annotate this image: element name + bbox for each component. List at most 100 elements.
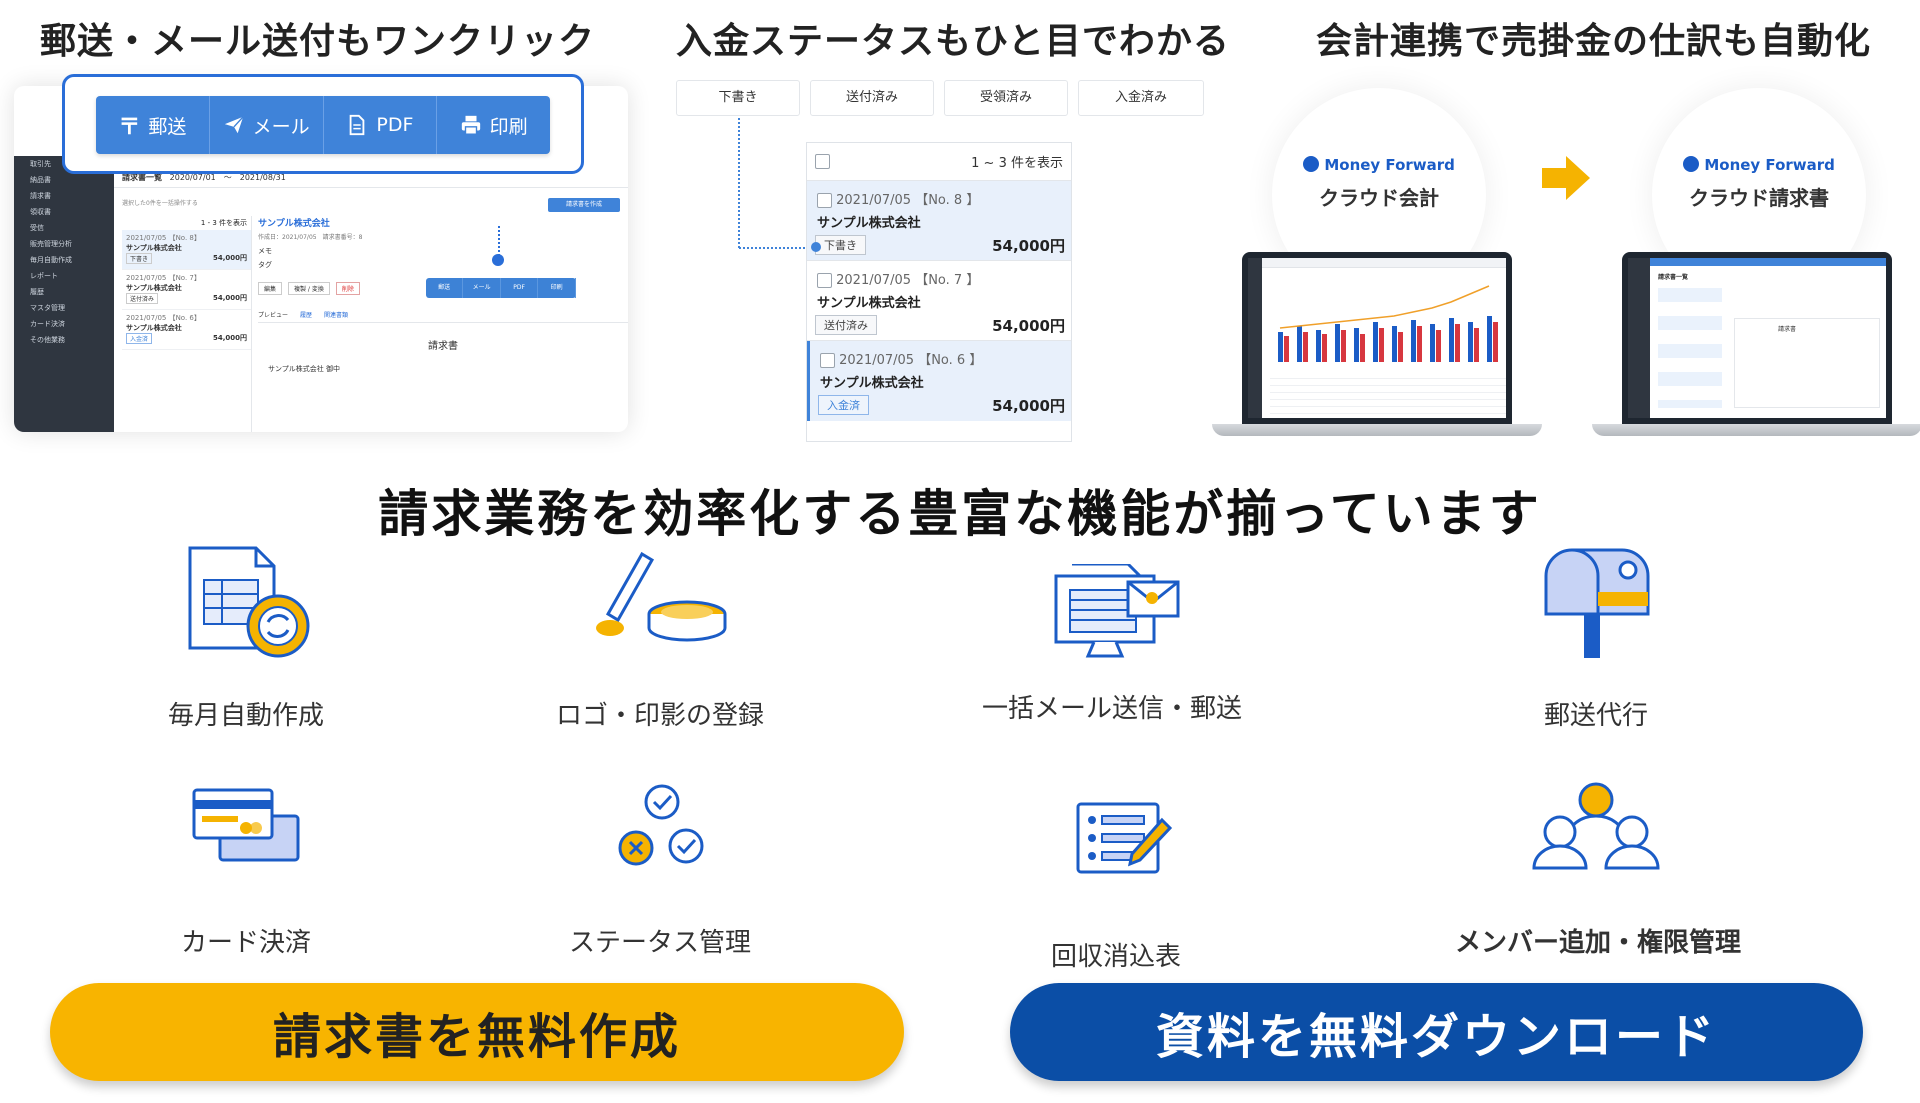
heading-status: 入金ステータスもひと目でわかる: [676, 21, 1230, 62]
date-range-filter[interactable]: 2020/07/01 〜 2021/08/31: [169, 173, 286, 182]
sidebar-item[interactable]: 取引先: [30, 160, 51, 168]
feature-reconciliation: [1074, 800, 1174, 876]
sidebar-item[interactable]: レポート: [30, 272, 58, 280]
sidebar-item[interactable]: その他業務: [30, 336, 65, 344]
detail-memo: メモ: [258, 247, 272, 255]
delete-button[interactable]: 削除: [335, 281, 360, 295]
mail-post-label: 郵送: [148, 115, 187, 138]
sidebar-item[interactable]: 販売管理分析: [30, 240, 72, 248]
feature-status: [616, 782, 708, 872]
list-count: 1 ~ 3 件を表示: [971, 156, 1063, 171]
bar-line-chart-thumbnail: [1278, 285, 1498, 362]
features-title: 請求業務を効率化する豊富な機能が揃っています: [378, 485, 1542, 543]
heading-integration: 会計連携で売掛金の仕訳も自動化: [1316, 21, 1872, 62]
detail-company[interactable]: サンプル株式会社: [258, 219, 330, 229]
item-date: 2021/07/05 【No. 6 】: [839, 353, 983, 368]
status-tab-sent[interactable]: 送付済み: [810, 80, 934, 116]
arrow-right-icon: [1542, 156, 1590, 200]
print-button[interactable]: 印刷: [437, 96, 550, 154]
mini-mail-post-button[interactable]: 郵送: [426, 278, 464, 298]
bulk-select[interactable]: 選択した0件を一括操作する: [122, 200, 198, 207]
tab-related[interactable]: 関連書類: [324, 312, 349, 319]
item-date: 2021/07/05 【No. 8】: [126, 234, 201, 242]
mail-post-button[interactable]: 〒 郵送: [96, 96, 210, 154]
sidebar-item[interactable]: 領収書: [30, 208, 51, 216]
copy-convert-button[interactable]: 複製 / 変換: [288, 281, 330, 295]
item-company: サンプル株式会社: [126, 324, 182, 332]
feature-card: [190, 786, 302, 862]
item-company: サンプル株式会社: [820, 376, 924, 391]
brand-logo: Money Forward: [1284, 156, 1474, 174]
feature-label: メンバー追加・権限管理: [1454, 928, 1741, 958]
sidebar-item[interactable]: 納品書: [30, 176, 51, 184]
status-tab-paid[interactable]: 入金済み: [1078, 80, 1204, 116]
sidebar-item[interactable]: 履歴: [30, 288, 44, 296]
detail-tabs: プレビュー 履歴 関連書類: [258, 310, 628, 323]
status-tab-received[interactable]: 受領済み: [944, 80, 1068, 116]
feature-label: 一括メール送信・郵送: [981, 694, 1242, 724]
list-count: 1 - 3 件を表示: [200, 219, 247, 227]
mailbox-icon: [1544, 548, 1650, 658]
send-toolbar: 〒 郵送 メール PDF 印刷: [96, 96, 550, 154]
laptop-accounting: [1212, 252, 1542, 436]
item-amount: 54,000円: [212, 334, 247, 342]
item-amount: 54,000円: [212, 294, 247, 302]
pdf-button[interactable]: PDF: [324, 96, 438, 154]
email-button[interactable]: メール: [210, 96, 324, 154]
item-date: 2021/07/05 【No. 7】: [126, 274, 201, 282]
list-item[interactable]: 2021/07/05 【No. 7 】 サンプル株式会社 送付済み 54,000…: [807, 261, 1071, 341]
item-company: サンプル株式会社: [126, 244, 182, 252]
item-company: サンプル株式会社: [817, 216, 921, 231]
row-checkbox[interactable]: [820, 353, 835, 368]
brand-name: Money Forward: [1324, 156, 1455, 174]
invoice-app-thumbnail: 請求書一覧 請求書: [1628, 258, 1886, 418]
sidebar-item[interactable]: カード決済: [30, 320, 65, 328]
mini-print-button[interactable]: 印刷: [538, 278, 576, 298]
tab-preview[interactable]: プレビュー: [258, 312, 289, 319]
feature-auto-invoice: [184, 544, 312, 662]
sidebar-item[interactable]: マスタ管理: [30, 304, 65, 312]
status-connector-vertical: [738, 118, 740, 248]
tab-history[interactable]: 履歴: [300, 312, 313, 319]
create-invoice-free-button[interactable]: 請求書を無料作成: [50, 983, 904, 1081]
members-icon: [1532, 782, 1660, 870]
item-amount: 54,000円: [212, 254, 247, 262]
status-invoice-list: 1 ~ 3 件を表示 2021/07/05 【No. 8 】 サンプル株式会社 …: [806, 142, 1072, 442]
mini-pdf-button[interactable]: PDF: [501, 278, 539, 298]
list-item[interactable]: 2021/07/05 【No. 8 】 サンプル株式会社 下書き 54,000円: [807, 181, 1071, 261]
pdf-label: PDF: [376, 114, 414, 136]
invoice-list: 1 - 3 件を表示 2021/07/05 【No. 8】 サンプル株式会社 下…: [122, 216, 252, 432]
edit-button[interactable]: 編集: [258, 281, 283, 295]
sidebar-item[interactable]: 毎月自動作成: [30, 256, 72, 264]
paper-plane-icon: [224, 116, 244, 134]
postal-mark-icon: 〒: [118, 115, 141, 140]
download-materials-button[interactable]: 資料を無料ダウンロード: [1010, 983, 1863, 1081]
row-checkbox[interactable]: [817, 193, 832, 208]
sidebar-item[interactable]: 請求書: [30, 192, 51, 200]
row-checkbox[interactable]: [817, 273, 832, 288]
item-amount: 54,000円: [992, 237, 1065, 255]
brand-logo-icon: [1683, 156, 1700, 172]
select-all-checkbox[interactable]: [815, 154, 830, 169]
thumb-doc-title: 請求書: [1778, 326, 1797, 333]
callout-dot: [492, 254, 504, 266]
item-company: サンプル株式会社: [817, 296, 921, 311]
email-label: メール: [252, 115, 310, 138]
thumb-title: 請求書一覧: [1658, 274, 1689, 281]
create-invoice-button[interactable]: 請求書を作成: [548, 198, 620, 212]
item-status: 送付済み: [126, 293, 159, 304]
mini-email-button[interactable]: メール: [463, 278, 501, 298]
status-tab-draft[interactable]: 下書き: [676, 80, 800, 116]
feature-label: 毎月自動作成: [167, 701, 324, 731]
page-title: 請求書一覧: [122, 173, 162, 182]
bulk-mail-icon: [1054, 564, 1180, 658]
sidebar-item[interactable]: 受信: [30, 224, 44, 232]
doc-recipient: サンプル株式会社 御中: [268, 365, 341, 373]
reconciliation-icon: [1076, 802, 1173, 874]
item-date: 2021/07/05 【No. 7 】: [836, 273, 980, 288]
list-item[interactable]: 2021/07/05 【No. 6 】 サンプル株式会社 入金済 54,000円: [807, 341, 1071, 421]
print-label: 印刷: [489, 115, 528, 138]
